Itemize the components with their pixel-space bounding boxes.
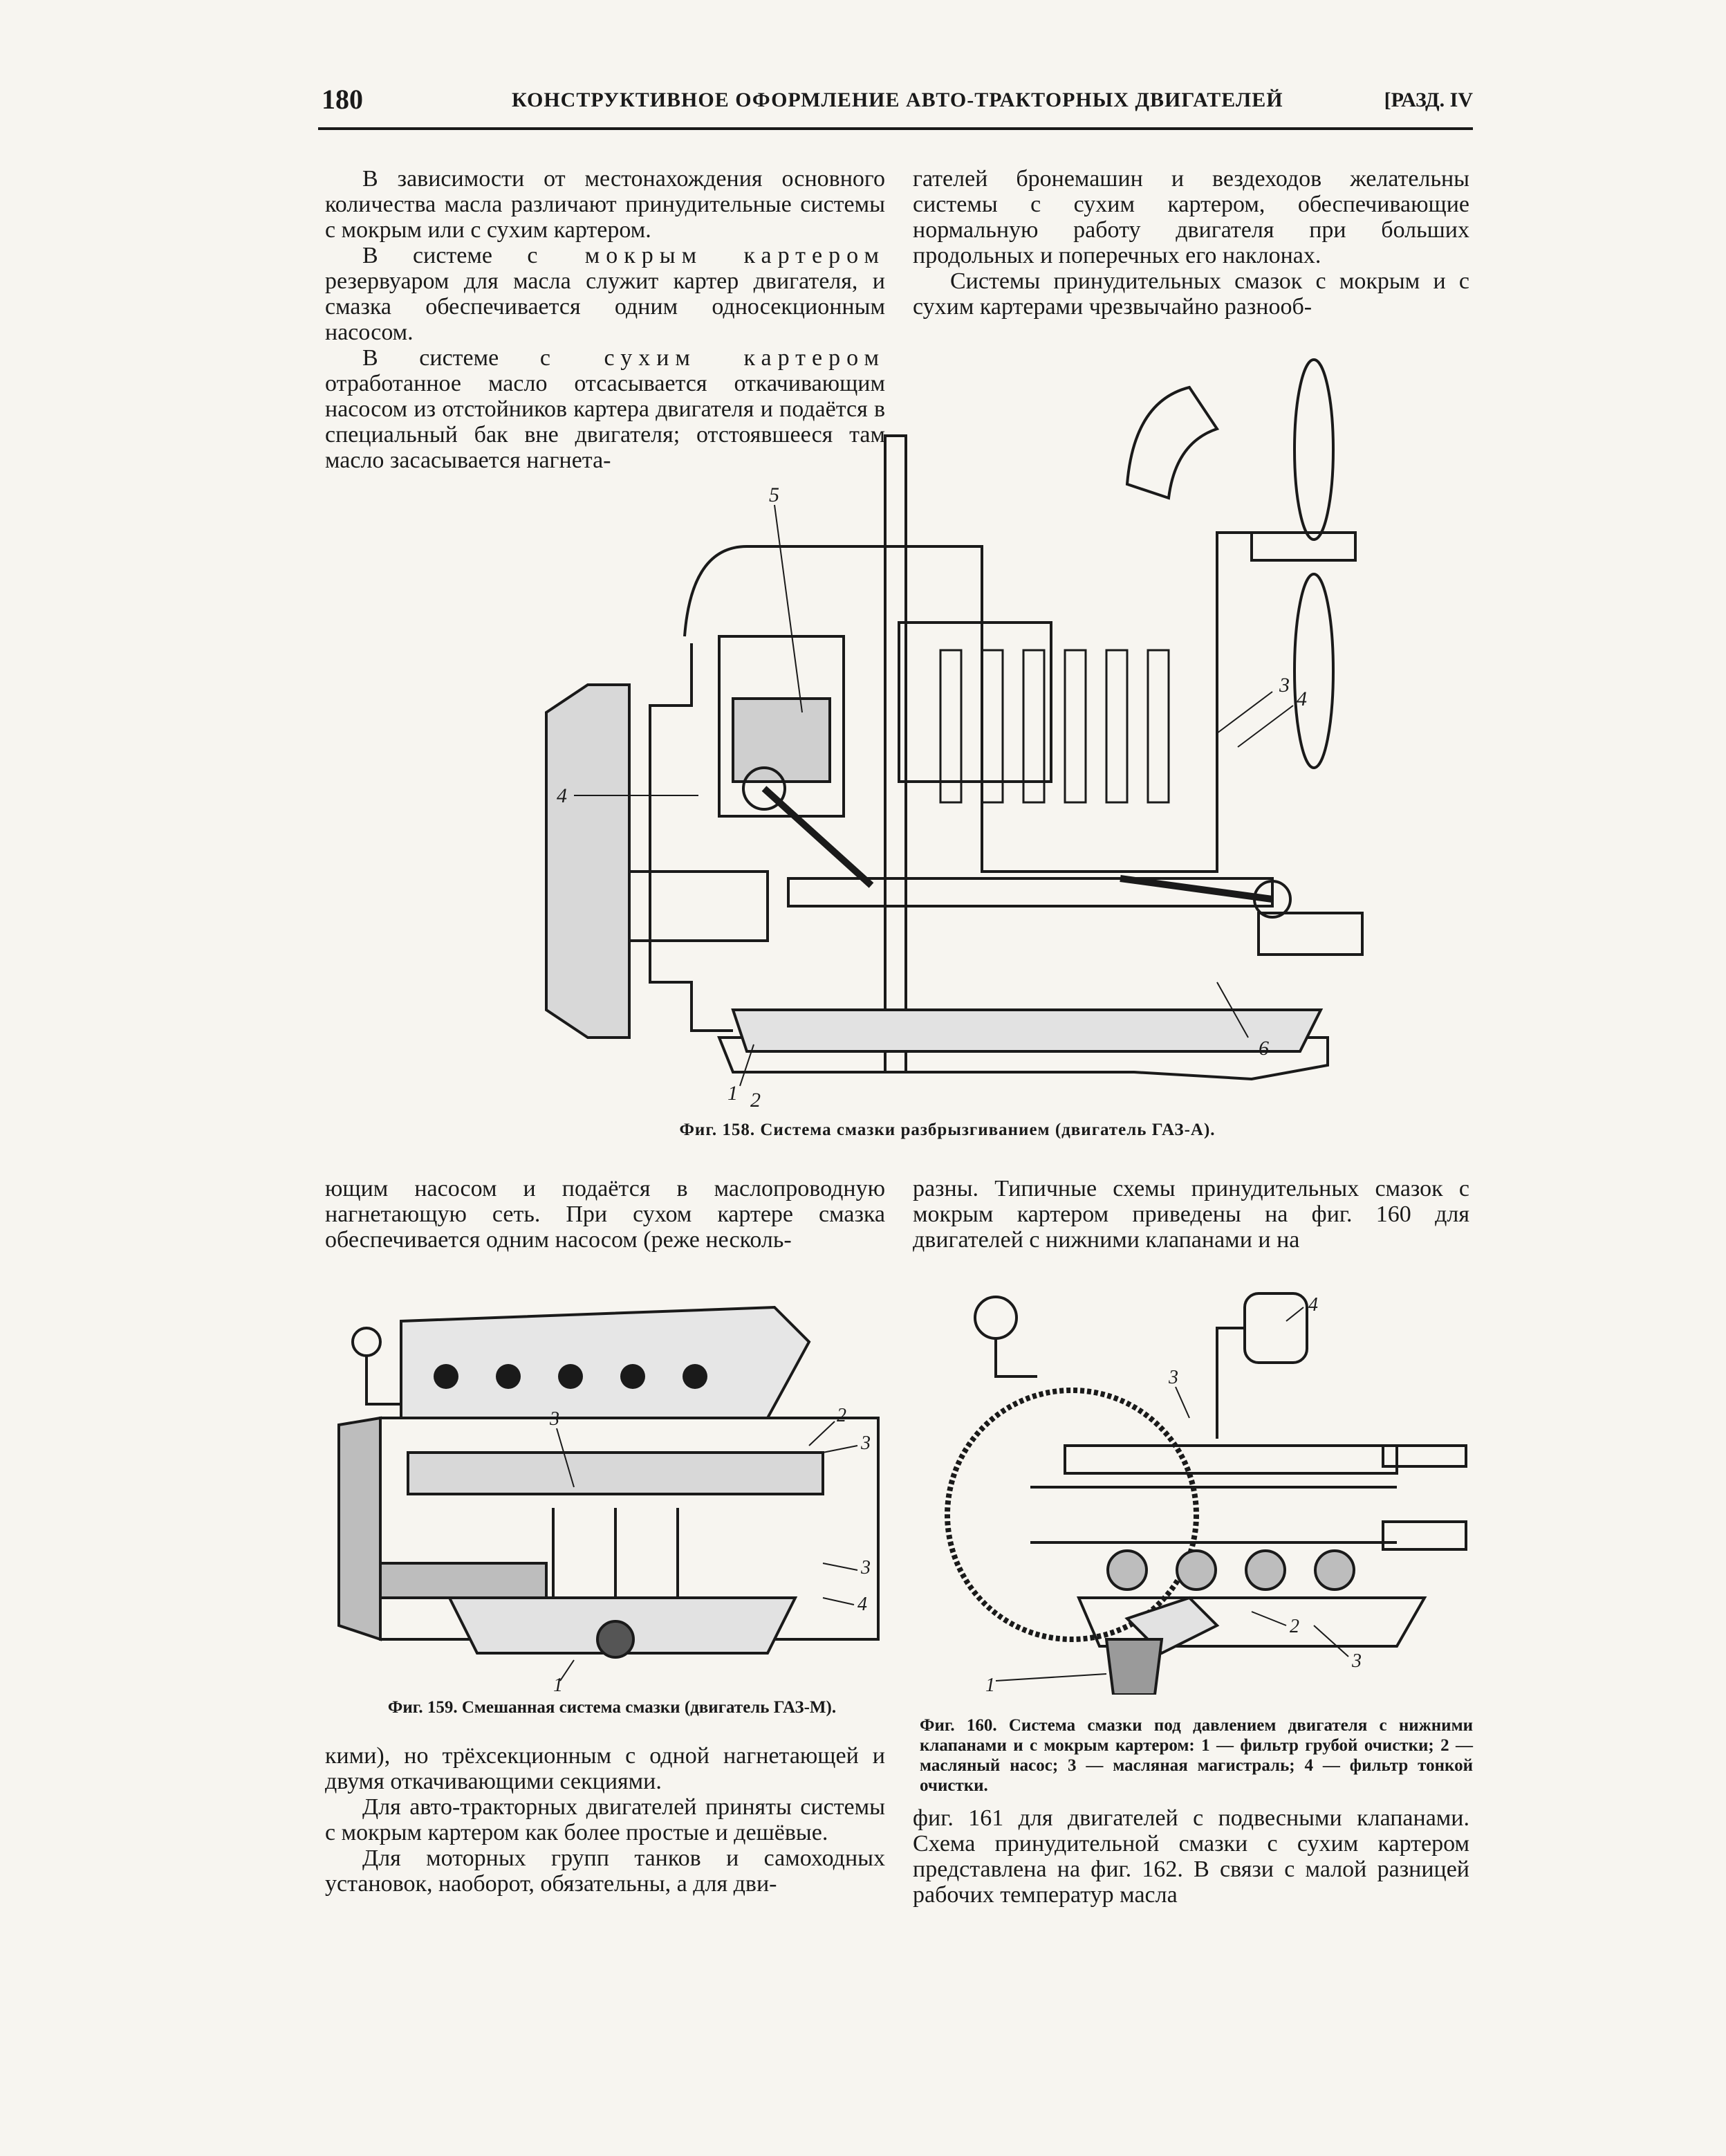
fig159-label: 3 bbox=[549, 1408, 559, 1430]
running-title: КОНСТРУКТИВНОЕ ОФОРМЛЕНИЕ АВТО-ТРАКТОРНЫ… bbox=[512, 89, 1283, 111]
fig158-label: 5 bbox=[769, 483, 779, 506]
fig159-label: 3 bbox=[860, 1557, 871, 1578]
fig160-label: 3 bbox=[1168, 1367, 1178, 1388]
fig160-engine-diagram: 4 3 2 1 3 bbox=[945, 1292, 1467, 1695]
fig158-label: 2 bbox=[750, 1089, 761, 1112]
header-rule bbox=[318, 127, 1473, 130]
spaced-term: с сухим картером bbox=[539, 345, 885, 371]
fig158-label: 4 bbox=[557, 784, 567, 807]
fig159-label: 1 bbox=[553, 1675, 563, 1695]
left-column-top: В зависимости от местонахождения основно… bbox=[325, 166, 885, 473]
paragraph: фиг. 161 для двигателей с подвесными кла… bbox=[913, 1805, 1469, 1908]
fig159-engine-drawing: 3 2 3 3 4 1 bbox=[337, 1305, 880, 1695]
fig160-label: 3 bbox=[1351, 1650, 1362, 1672]
paragraph: ющим насосом и подаётся в маслопроводную… bbox=[325, 1176, 885, 1253]
paragraph: разны. Типичные схемы принудительных сма… bbox=[913, 1176, 1469, 1253]
fig158-engine-drawing: 5 4 3 4 1 2 6 bbox=[545, 358, 1364, 1112]
fig160-caption: Фиг. 160. Система смазки под давлением д… bbox=[920, 1716, 1473, 1795]
fig158-label: 4 bbox=[1297, 688, 1307, 710]
fig158-caption: Фиг. 158. Система смазки разбрызгиванием… bbox=[679, 1121, 1216, 1139]
paragraph: Системы принудительных смазок с мокрым и… bbox=[913, 268, 1469, 320]
section-marker: [РАЗД. IV bbox=[1384, 89, 1473, 111]
right-column-middle: разны. Типичные схемы принудительных сма… bbox=[913, 1176, 1469, 1253]
fig158-label: 3 bbox=[1279, 674, 1290, 697]
paragraph: В зависимости от местонахождения основно… bbox=[325, 166, 885, 243]
paragraph: гателей бронемашин и вездеходов желатель… bbox=[913, 166, 1469, 268]
fig159-label: 3 bbox=[860, 1432, 871, 1454]
paragraph: кими), но трёхсекционным с одной нагнета… bbox=[325, 1743, 885, 1794]
fig159-label: 2 bbox=[837, 1405, 846, 1426]
fig158-label: 6 bbox=[1259, 1037, 1269, 1060]
paragraph: В системе с сухим картером отработанное … bbox=[325, 345, 885, 473]
running-header: 180 КОНСТРУКТИВНОЕ ОФОРМЛЕНИЕ АВТО-ТРАКТ… bbox=[318, 83, 1473, 125]
right-column-bottom: фиг. 161 для двигателей с подвесными кла… bbox=[913, 1805, 1469, 1908]
fig159-label: 4 bbox=[857, 1594, 867, 1615]
paragraph: Для моторных групп танков и самоходных у… bbox=[325, 1845, 885, 1897]
fig158-label: 1 bbox=[727, 1082, 738, 1105]
right-column-top: гателей бронемашин и вездеходов желатель… bbox=[913, 166, 1469, 320]
paragraph: Для авто-тракторных двигателей приняты с… bbox=[325, 1794, 885, 1845]
left-column-bottom: кими), но трёхсекционным с одной нагнета… bbox=[325, 1743, 885, 1897]
left-column-middle: ющим насосом и подаётся в маслопроводную… bbox=[325, 1176, 885, 1253]
fig159-caption: Фиг. 159. Смешанная система смазки (двиг… bbox=[387, 1698, 837, 1717]
fig160-label: 1 bbox=[985, 1675, 995, 1695]
fig160-label: 2 bbox=[1290, 1616, 1299, 1637]
paragraph: В системе с мокрым картером резервуаром … bbox=[325, 243, 885, 345]
fig160-label: 4 bbox=[1308, 1294, 1318, 1316]
spaced-term: с мокрым картером bbox=[527, 243, 885, 268]
page-number: 180 bbox=[322, 84, 363, 115]
